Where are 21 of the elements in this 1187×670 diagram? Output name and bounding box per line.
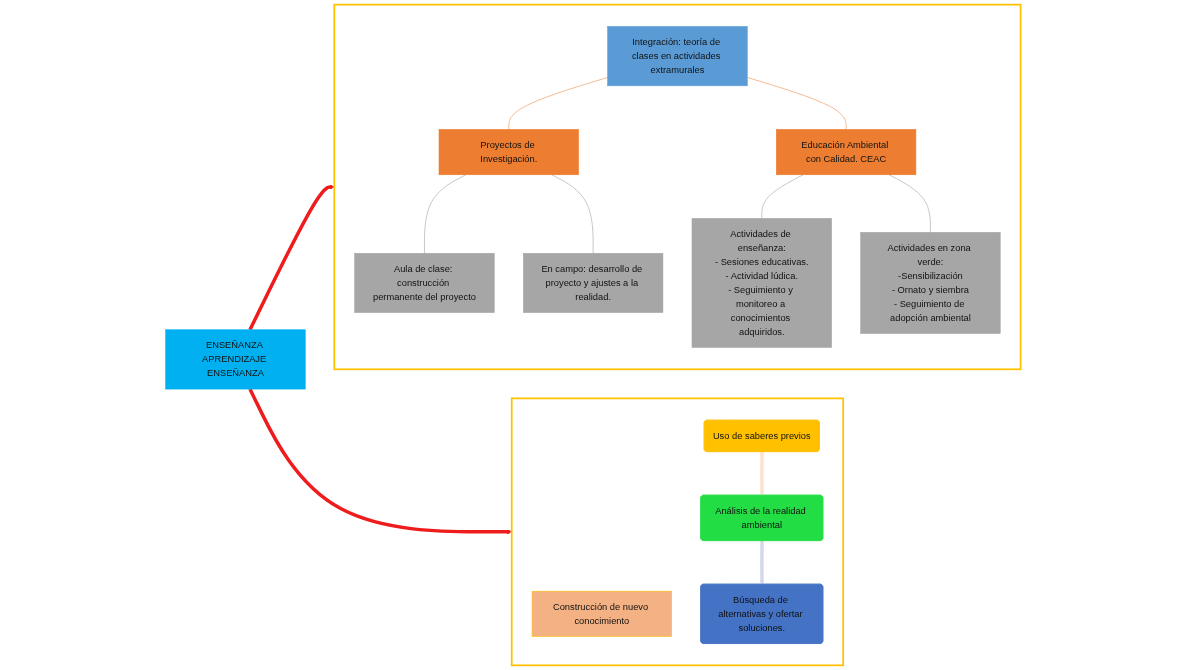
node-box: ENSEÑANZA APRENDIZAJE ENSEÑANZA — [165, 329, 306, 390]
cluster — [511, 397, 845, 667]
node-box: Proyectos de Investigación. — [439, 129, 580, 176]
arrow — [248, 388, 513, 535]
node-box: Actividades en zona verde: -Sensibilización - Ornato y siembra - Seguimiento de adopción ambiental — [860, 232, 1001, 334]
node-box: Construcción de nuevo conocimiento — [532, 590, 673, 637]
node-box: Integración: teoría de clases en actividades extramurales — [607, 26, 748, 87]
node-box: Educación Ambiental con Calidad. CEAC — [776, 129, 917, 176]
connector — [761, 174, 804, 219]
arrow — [759, 540, 765, 585]
cluster — [333, 3, 1022, 371]
node-box: Aula de clase: construcción permanente del proyecto — [354, 253, 495, 313]
connector — [889, 174, 932, 233]
connector — [551, 174, 594, 254]
connector — [747, 77, 847, 130]
node-box: En campo: desarrollo de proyecto y ajustes a la realidad. — [523, 253, 664, 313]
arrow — [759, 451, 765, 496]
node-box: Actividades de enseñanza: - Sesiones educativas. - Actividad lúdica. - Seguimiento y monitoreo a conocimientos adquiridos. — [692, 218, 833, 348]
connector — [508, 77, 609, 130]
arrow — [248, 184, 335, 331]
connector — [424, 174, 467, 254]
